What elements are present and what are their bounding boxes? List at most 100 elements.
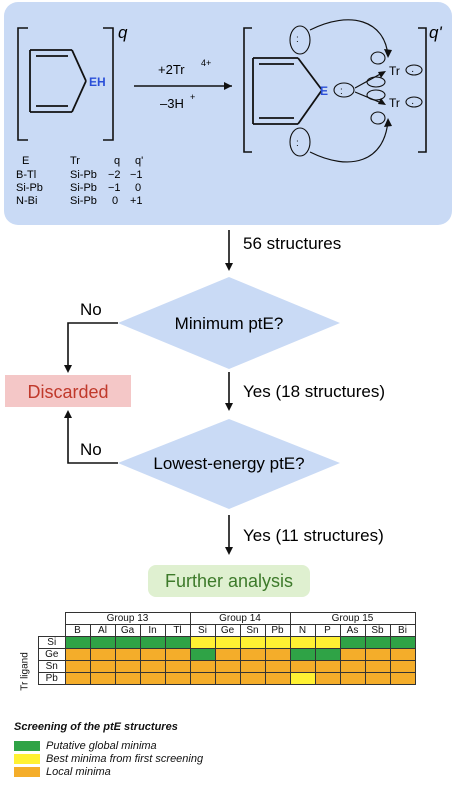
grid-cell [339, 636, 366, 649]
tr-label-1: Tr [389, 64, 400, 78]
grid-cell [364, 636, 391, 649]
grid-cell [214, 648, 241, 661]
svg-text::: : [296, 138, 299, 149]
grid-cell [114, 672, 141, 685]
grid-cell [264, 672, 291, 685]
group-15-header: Group 15 [289, 612, 416, 625]
grid-cell [114, 648, 141, 661]
row1-qprime: −1 [130, 169, 143, 181]
grid-cell [114, 660, 141, 673]
col-header: Si [189, 624, 216, 637]
decision-diamond-2 [118, 419, 340, 509]
row-ligand: Ge [38, 648, 66, 661]
row3-qprime: +1 [130, 195, 143, 207]
reagent-charge: 4+ [201, 58, 211, 68]
no2-label: No [80, 440, 102, 459]
row2-q: −1 [108, 182, 121, 194]
donation-arrowheads [378, 49, 392, 127]
e-label: E [320, 84, 328, 98]
col-header: Ga [114, 624, 141, 637]
col-header: Sn [239, 624, 266, 637]
reagent-text: +2Tr [158, 62, 185, 77]
further-analysis-label: Further analysis [164, 571, 294, 591]
no-path-1 [67, 322, 118, 367]
charge-q: q [118, 23, 128, 42]
charge-table: E Tr q q' B-Tl Si-Pb −2 −1 Si-Pb Si-Pb −… [16, 155, 143, 207]
lone-pair-dots: : : : [296, 34, 343, 149]
col-header: N [289, 624, 316, 637]
grid-cell [189, 636, 216, 649]
grid-cell [64, 660, 91, 673]
grid-cell [314, 660, 341, 673]
corner-cell-2 [39, 625, 66, 637]
col-header: Ge [214, 624, 241, 637]
row-ligand: Sn [38, 660, 66, 673]
discarded-label: Discarded [27, 382, 108, 402]
yes1-label: Yes (18 structures) [243, 382, 385, 401]
arrowhead-2 [225, 403, 233, 411]
element-header-row: B Al Ga In Tl Si Ge Sn Pb N P As Sb Bi [39, 624, 416, 637]
tr-ligand-axis: Tr ligand [18, 644, 32, 702]
legend: Screening of the ptE structures Putative… [14, 721, 314, 778]
legend-swatch-best [14, 753, 40, 764]
grid-cell [314, 648, 341, 661]
grid-cell [264, 660, 291, 673]
left-bracket-close [103, 27, 114, 141]
pentagon-ring [29, 49, 87, 113]
grid-cell [139, 648, 166, 661]
col-header: Pb [264, 624, 291, 637]
byproduct-text: –3H [160, 96, 184, 111]
arrowhead-1 [225, 263, 233, 271]
yes2-label: Yes (11 structures) [243, 526, 384, 545]
row2-qprime: 0 [135, 182, 141, 194]
grid-cell [239, 636, 266, 649]
grid-cell [164, 672, 191, 685]
grid-cell [89, 672, 116, 685]
grid-cell [189, 672, 216, 685]
decision2-label: Lowest-energy ptE? [153, 454, 304, 473]
byproduct-charge: + [190, 92, 195, 102]
donation-arrows [309, 19, 389, 163]
eh-label: EH [89, 75, 106, 89]
grid-cell [189, 660, 216, 673]
tr-dots-1: · [411, 66, 414, 77]
row1-q: −2 [108, 169, 121, 181]
grid-cell [389, 636, 416, 649]
row3-q: 0 [112, 195, 118, 207]
grid-cell [64, 672, 91, 685]
grid-cell [339, 660, 366, 673]
tr-lobes [366, 51, 423, 125]
grid-cell [239, 660, 266, 673]
reaction-scheme-panel [4, 2, 452, 225]
grid-cell [64, 648, 91, 661]
grid-cell [164, 648, 191, 661]
screening-grid: Group 13 Group 14 Group 15 B Al Ga In Tl… [38, 612, 416, 685]
grid-cell [214, 672, 241, 685]
grid-cell [289, 636, 316, 649]
deprotonated-ring [252, 57, 323, 125]
lone-pair-lobes [289, 25, 355, 157]
grid-cell [364, 648, 391, 661]
grid-cell [114, 636, 141, 649]
grid-row: Sn [38, 660, 416, 673]
grid-cell [289, 672, 316, 685]
grid-cell [189, 648, 216, 661]
grid-row: Ge [38, 648, 416, 661]
row3-e: N-Bi [16, 195, 37, 207]
col-qprime: q' [135, 155, 143, 167]
row2-e: Si-Pb [16, 182, 43, 194]
grid-cell [214, 636, 241, 649]
tr-dots-2: · [411, 98, 414, 109]
svg-text::: : [340, 86, 343, 97]
col-header: Tl [164, 624, 191, 637]
grid-cell [339, 648, 366, 661]
left-bracket-open [17, 27, 28, 141]
col-header: As [339, 624, 366, 637]
col-header: Sb [364, 624, 391, 637]
legend-label: Best minima from first screening [46, 752, 204, 765]
col-header: P [314, 624, 341, 637]
right-bracket-open [243, 27, 252, 153]
grid-cell [389, 672, 416, 685]
legend-title: Screening of the ptE structures [14, 721, 178, 733]
screening-flowchart: 56 structures Minimum ptE? No Discarded … [5, 230, 385, 555]
